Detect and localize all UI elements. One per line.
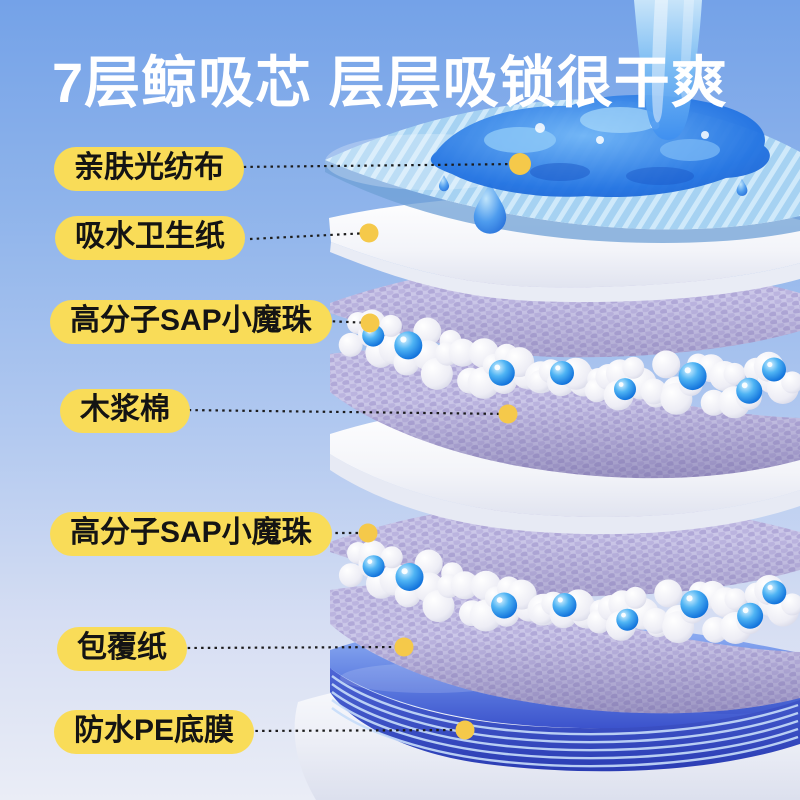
label-skin-friendly-fabric: 亲肤光纺布 [54,147,244,191]
label-wrapping-paper: 包覆纸 [57,627,187,671]
label-sap-beads-upper: 高分子SAP小魔珠 [50,300,332,344]
leader-line [249,223,379,243]
leader-line [325,313,380,333]
label-waterproof-pe-film: 防水PE底膜 [54,710,255,754]
sap-beads-lower [338,540,800,644]
leader-line [181,404,518,424]
label-absorbent-tissue: 吸水卫生纸 [55,216,245,260]
leader-line [180,637,414,657]
water-stream [634,0,702,140]
leader-lines [180,153,531,740]
sap-beads-upper [338,309,800,419]
label-wood-pulp-cotton: 木浆棉 [60,389,190,433]
leader-line [236,153,531,175]
page-title: 7层鲸吸芯 层层吸锁很干爽 [52,51,728,114]
label-sap-beads-lower: 高分子SAP小魔珠 [50,512,332,556]
leader-line [241,720,475,740]
